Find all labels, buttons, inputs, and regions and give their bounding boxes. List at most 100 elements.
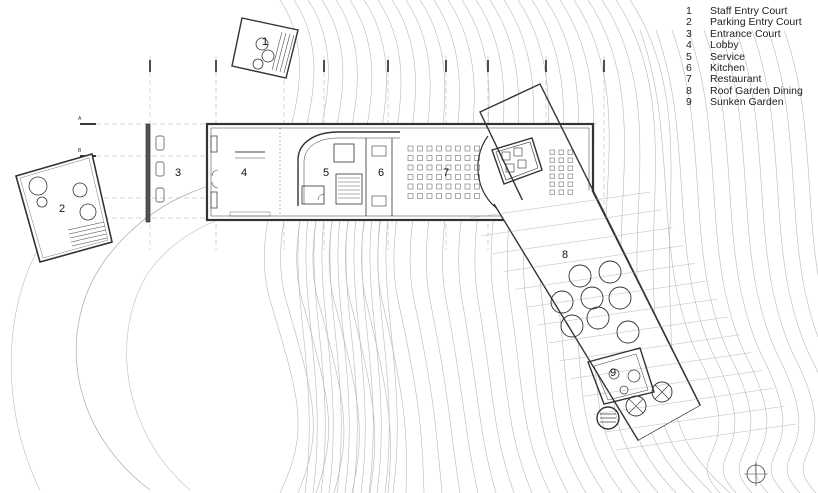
dining-table [464,193,471,199]
wing-table [549,181,555,187]
pergola-line [615,423,797,451]
legend-number: 9 [686,96,692,109]
wing-table [567,157,573,163]
contour-line [321,219,334,493]
wing-table [558,149,564,155]
contour-line [629,0,731,493]
dining-table [436,164,442,171]
legend-number: 7 [686,73,692,86]
contour-line [377,0,407,493]
wing-table [558,165,564,171]
entrance-court [145,123,165,223]
contour-line [345,0,376,493]
dining-table [436,155,442,161]
legend-label: Kitchen [710,62,746,75]
dining-table [426,193,433,199]
wing-table [567,173,573,179]
legend-label: Entrance Court [710,27,781,40]
dining-table [407,193,414,199]
dining-table [455,155,461,161]
contour-line [313,219,326,493]
contour-line [719,29,801,493]
dining-table [426,183,433,190]
dining-table [426,155,433,161]
legend-item: 6 Kitchen [686,62,814,75]
pergola-line [492,227,673,254]
contour-line [489,0,551,493]
room-label-3: 3 [175,167,181,179]
pergola-line [526,281,707,308]
service-core [297,131,400,216]
contour-line [296,0,329,493]
pergola-line [503,245,684,272]
dining-table [436,174,442,180]
legend-label: Staff Entry Court [710,5,788,17]
contour-line [703,29,785,493]
wing-table [567,149,573,155]
legend-number: 8 [686,84,692,97]
legend-number: 1 [686,5,692,17]
dining-table [474,164,480,171]
wing-table [558,157,564,163]
restaurant-tables [407,145,480,199]
dining-table [464,155,471,161]
pergola-line [559,334,740,361]
dining-table [407,174,414,180]
roof-garden-pergola-lines [469,191,797,451]
contour-line [503,0,569,493]
dining-table [474,193,480,199]
dining-table [417,155,423,161]
contour-line [405,0,443,493]
dining-table [474,174,480,180]
staff-entry-court [231,17,299,79]
dining-table [445,174,452,180]
contour-line [385,219,398,493]
dining-table [436,183,442,190]
dining-table [474,145,480,152]
contour-line [751,29,818,374]
pergola-line [571,352,752,379]
pergola-line [604,405,785,433]
contour-line [735,29,817,493]
room-label-9: 9 [610,367,616,379]
dining-table [455,164,461,171]
dining-table [455,145,461,152]
dining-table [417,193,423,199]
contour-line [369,219,382,493]
dining-table [417,183,423,190]
dining-table [417,145,423,152]
legend-label: Sunken Garden [710,96,784,109]
dining-table [445,145,452,152]
legend-number: 5 [686,50,692,63]
round-table [568,264,592,288]
room-label-6: 6 [378,167,384,179]
contour-line [517,0,587,493]
contour-line [433,0,479,493]
legend-number: 2 [686,16,692,29]
room-label-5: 5 [323,167,329,179]
contour-line [615,0,713,493]
contour-line [377,219,390,493]
contour-line [461,0,515,493]
site-arc-inner [126,209,296,491]
wing-table [567,189,573,195]
contour-line [328,0,360,493]
legend-label: Parking Entry Court [710,16,802,29]
contour-line [655,29,737,493]
row-grid-label-a: A [78,116,82,122]
dining-table [417,174,423,180]
dining-table [445,164,452,171]
legend-item: 1 Staff Entry Court [686,5,814,17]
contour-line [353,219,366,493]
dining-table [464,183,471,190]
dining-table [464,174,471,180]
dining-table [407,164,414,171]
legend-number: 6 [686,62,692,75]
contour-line [419,0,461,493]
contour-line [263,0,300,493]
round-table [598,260,622,284]
